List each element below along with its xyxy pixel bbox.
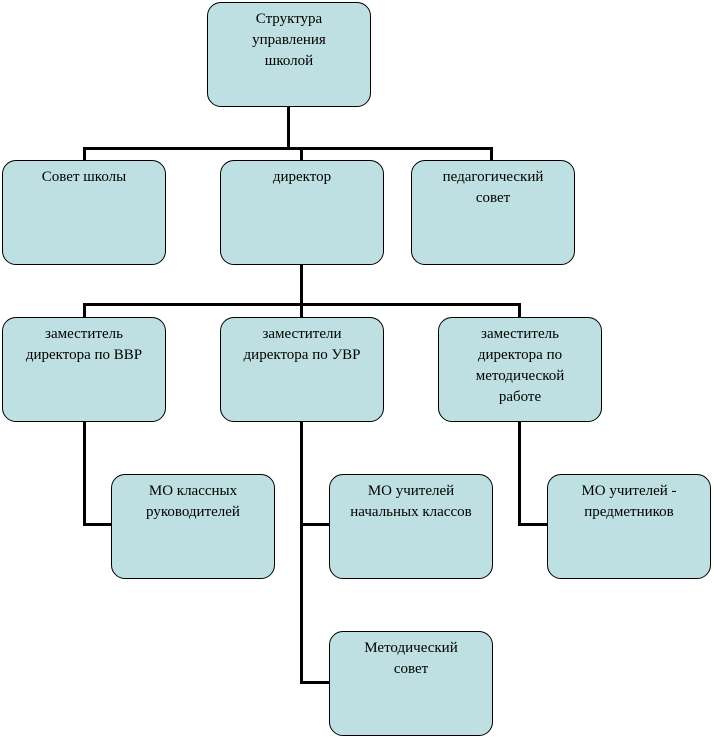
connector-methodical-to-mo-subject [518, 523, 548, 526]
node-deputy-director-methodical: заместитель директора по методической ра… [438, 317, 602, 422]
connector-to-deputies-uvr [300, 303, 303, 318]
connector-to-director [300, 147, 303, 161]
connector-uvr-to-methodical-council [300, 681, 330, 684]
connector-vvr-to-mo-class [83, 523, 112, 526]
connector-to-pedagogical-council [490, 147, 493, 161]
connector-to-deputy-methodical [518, 303, 521, 318]
node-mo-subject-teachers: МО учителей - предметников [547, 474, 711, 579]
node-mo-class-teachers: МО классных руководителей [111, 474, 275, 579]
node-deputy-directors-uvr: заместители директора по УВР [220, 317, 384, 422]
node-methodical-council: Методический совет [329, 631, 493, 736]
connector-methodical-down [518, 419, 521, 526]
node-pedagogical-council: педагогический совет [411, 160, 575, 265]
connector-uvr-to-mo-primary [300, 523, 330, 526]
node-school-council: Совет школы [2, 160, 166, 265]
node-school-management-structure: Структура управления школой [207, 2, 371, 107]
node-deputy-director-vvr: заместитель директора по ВВР [2, 317, 166, 422]
connector-uvr-down [300, 419, 303, 684]
connector-to-deputy-vvr [83, 303, 86, 318]
connector-director-down [300, 263, 303, 305]
connector-level1-bus [83, 147, 493, 150]
node-director: директор [220, 160, 384, 265]
node-mo-primary-teachers: МО учителей начальных классов [329, 474, 493, 579]
connector-vvr-down [83, 419, 86, 526]
connector-to-school-council [83, 147, 86, 161]
connector-root-down [287, 106, 290, 149]
